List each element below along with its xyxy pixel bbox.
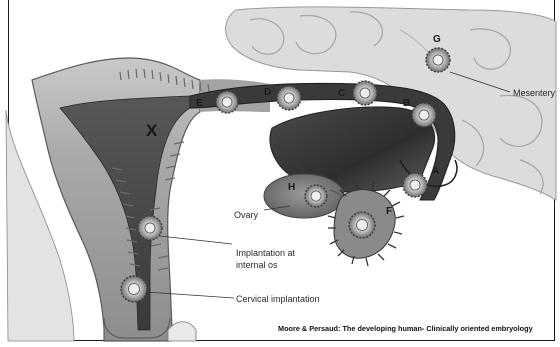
label-ovary: Ovary (234, 210, 259, 220)
label-implantation-os-line1: Implantation at (236, 248, 296, 258)
label-e: E (196, 98, 203, 109)
label-x: X (146, 121, 158, 140)
label-b: B (403, 98, 410, 109)
implantation-site-cervical (121, 276, 147, 302)
label-a: A (432, 166, 439, 177)
source-caption: Moore & Persaud: The developing human- C… (278, 324, 534, 333)
label-f: F (386, 206, 392, 217)
implantation-site-internal-os (138, 216, 162, 240)
label-mesentery: Mesentery (513, 88, 556, 98)
label-h: H (288, 182, 295, 193)
label-c: C (338, 88, 345, 99)
implantation-site-d (277, 86, 301, 110)
label-d: D (264, 87, 271, 98)
label-cervical-implantation: Cervical implantation (236, 294, 320, 304)
label-g: G (433, 34, 441, 45)
implantation-site-b (412, 103, 436, 127)
implantation-site-c (353, 81, 377, 105)
implantation-site-g (426, 48, 450, 72)
implantation-site-f (349, 212, 375, 238)
implantation-site-a (403, 173, 427, 197)
label-implantation-os-line2: internal os (236, 260, 278, 270)
implantation-site-h (305, 185, 327, 207)
implantation-site-e (216, 91, 238, 113)
